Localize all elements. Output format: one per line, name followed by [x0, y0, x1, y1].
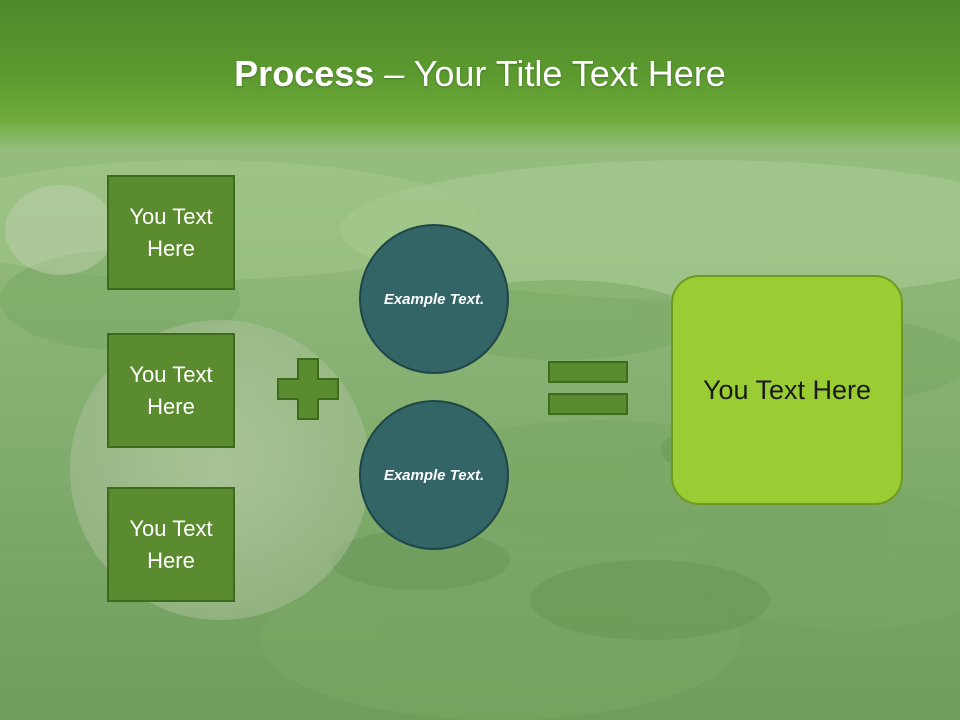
- process-box-2[interactable]: You Text Here: [107, 333, 235, 448]
- plus-icon: [277, 358, 339, 420]
- title-bold: Process: [234, 53, 375, 94]
- process-box-1[interactable]: You Text Here: [107, 175, 235, 290]
- example-circle-1[interactable]: Example Text.: [359, 224, 509, 374]
- process-box-3[interactable]: You Text Here: [107, 487, 235, 602]
- slide-title: Process – Your Title Text Here: [0, 50, 960, 98]
- title-bar: [0, 0, 960, 150]
- example-circle-2[interactable]: Example Text.: [359, 400, 509, 550]
- result-box[interactable]: You Text Here: [671, 275, 903, 505]
- equals-icon: [548, 361, 628, 415]
- title-rest: – Your Title Text Here: [374, 53, 726, 94]
